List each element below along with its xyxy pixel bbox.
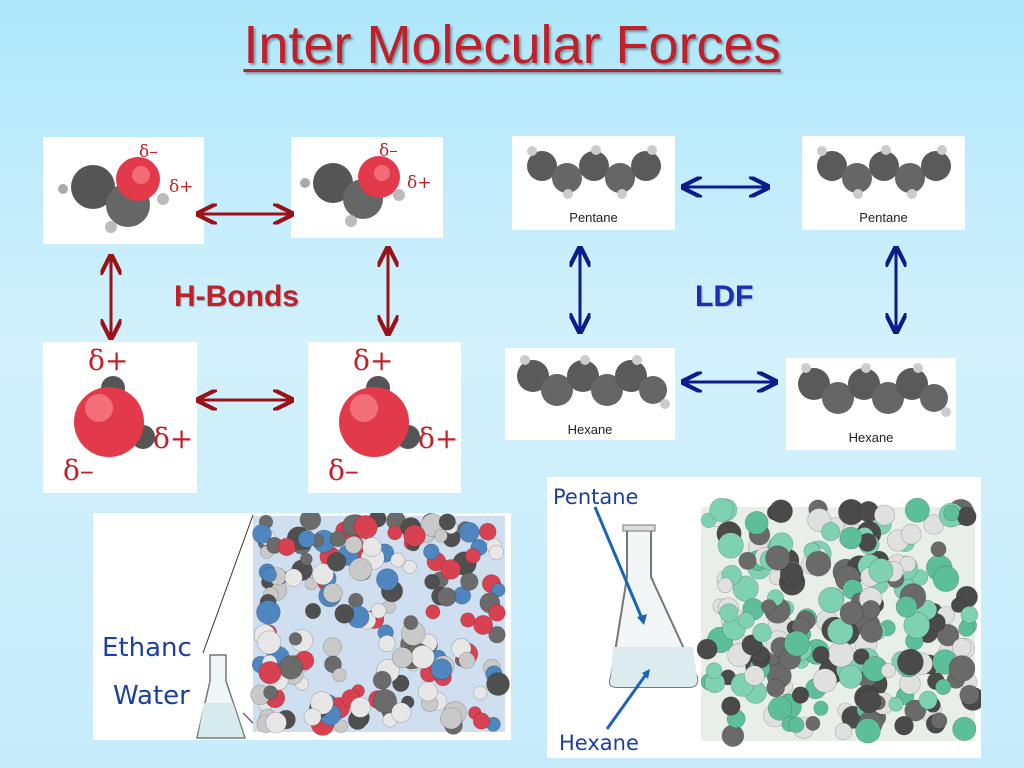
hexane-molecule-illustration <box>798 363 951 417</box>
partial-positive-label: δ+ <box>418 422 459 455</box>
alcohol-molecule-illustration <box>300 156 405 227</box>
partial-positive-label: δ+ <box>153 422 194 455</box>
partial-negative-label: δ– <box>328 454 359 487</box>
partial-positive-label: δ+ <box>353 344 394 377</box>
molecule-cluster-pentane-hexane <box>696 497 981 747</box>
water-molecule-panel-2: δ+ δ+ δ– <box>308 342 461 493</box>
hexane-name-label: Hexane <box>848 430 894 445</box>
hexane-molecule-illustration <box>517 355 670 409</box>
partial-positive-label: δ+ <box>169 177 194 197</box>
mixture-bottom-label: Hexane <box>559 731 639 755</box>
molecule-cluster-ethanol-water <box>250 513 510 736</box>
pentane-panel-1: Pentane <box>512 136 675 230</box>
hexane-panel-1: Hexane <box>505 348 675 440</box>
partial-negative-label: δ– <box>63 454 94 487</box>
partial-negative-label: δ– <box>139 142 158 162</box>
alcohol-molecule-panel-1: δ– δ+ <box>43 137 204 244</box>
alcohol-molecule-panel-2: δ– δ+ <box>291 137 443 238</box>
pentane-panel-2: Pentane <box>802 136 965 230</box>
partial-positive-label: δ+ <box>407 173 432 193</box>
mixture-bottom-label: Water <box>113 681 190 711</box>
water-molecule-illustration <box>339 376 420 457</box>
ethanol-water-mixture-panel: Ethanc Water <box>93 513 511 740</box>
water-molecule-illustration <box>74 376 155 457</box>
alcohol-molecule-illustration <box>58 157 169 233</box>
pentane-name-label: Pentane <box>569 210 618 225</box>
partial-negative-label: δ– <box>379 141 398 161</box>
pentane-molecule-illustration <box>527 145 661 199</box>
page-title: Inter Molecular Forces <box>243 15 781 75</box>
mixture-top-label: Ethanc <box>102 633 192 663</box>
mixture-top-label: Pentane <box>553 485 639 509</box>
pentane-molecule-illustration <box>817 145 951 199</box>
ethanol-water-mixture-illustration <box>196 513 510 739</box>
water-molecule-panel-1: δ+ δ+ δ– <box>43 342 197 493</box>
pentane-hexane-mixture-panel: Pentane Hexane <box>547 477 981 758</box>
hexane-panel-2: Hexane <box>786 358 956 450</box>
pentane-hexane-mixture-illustration <box>593 497 981 747</box>
pentane-name-label: Pentane <box>859 210 908 225</box>
hbonds-label: H-Bonds <box>174 280 299 313</box>
ldf-label: LDF <box>695 280 754 313</box>
hexane-name-label: Hexane <box>567 422 613 437</box>
partial-positive-label: δ+ <box>88 344 129 377</box>
